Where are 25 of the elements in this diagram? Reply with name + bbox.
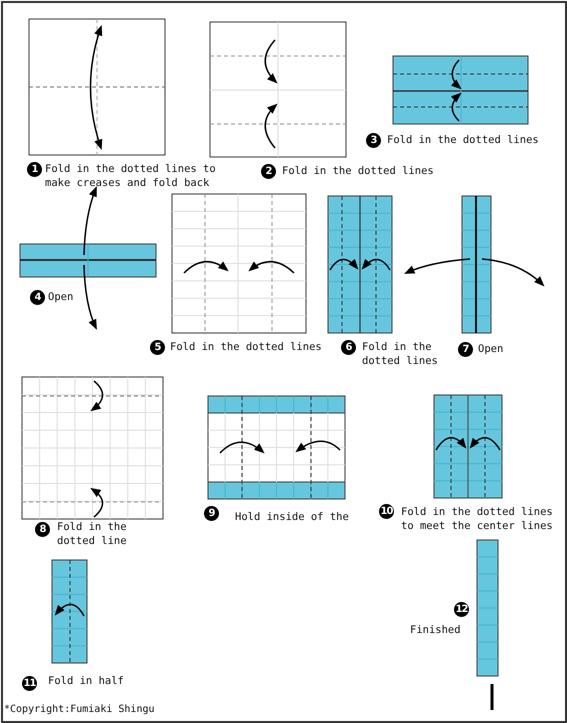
step-number-badge: 12: [454, 602, 469, 617]
instruction-text: Open: [478, 342, 504, 356]
step-number-badge: 4: [30, 290, 45, 305]
instruction-text: Hold inside of the: [235, 510, 350, 524]
step-number-badge: 1: [27, 162, 42, 177]
step-number-badge: 7: [458, 342, 473, 357]
instruction-text: Fold in the dotted lines to make creases and fold back: [45, 162, 217, 190]
instruction-text: Fold in the dotted lines: [362, 340, 439, 368]
step-number-badge: 11: [22, 676, 37, 691]
step-number-badge: 9: [204, 506, 219, 521]
instruction-text: Finished: [410, 623, 462, 637]
step-number-badge: 5: [150, 340, 165, 355]
step-number-badge: 8: [35, 522, 50, 537]
step-number-badge: 3: [366, 133, 381, 148]
instruction-text: Fold in the dotted lines to meet the center lines: [401, 505, 554, 533]
step-number-badge: 6: [341, 340, 356, 355]
instruction-text: Fold in the dotted lines: [387, 133, 540, 147]
instruction-text: Open: [48, 290, 74, 304]
instruction-text: Fold in the dotted lines: [170, 340, 323, 354]
instruction-text: Fold in the dotted lines: [282, 164, 435, 178]
instruction-text: Fold in the dotted line: [57, 520, 128, 548]
copyright-note: *Copyright:Fumiaki Shingu: [4, 703, 156, 717]
step-number-badge: 10: [379, 504, 394, 519]
instruction-text: Fold in half: [48, 674, 125, 688]
step-number-badge: 2: [261, 164, 276, 179]
